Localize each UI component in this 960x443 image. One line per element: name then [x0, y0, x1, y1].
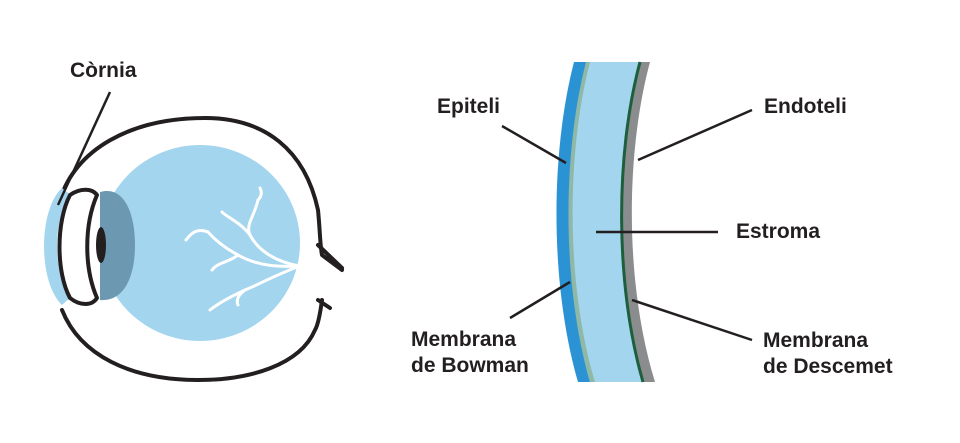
cornia-leader: [56, 91, 112, 206]
label-bowman-line1: Membrana: [411, 328, 517, 351]
endoteli-leader: [637, 108, 753, 162]
label-descemet-line2: de Descemet: [763, 355, 893, 378]
iris-lens-shape: [57, 187, 99, 306]
label-epiteli: Epiteli: [437, 95, 501, 118]
epiteli-leader: [501, 124, 567, 165]
label-bowman-line2: de Bowman: [411, 354, 529, 377]
lens-shadow: [100, 190, 135, 301]
label-membrana-descemet: Membrana de Descemet: [763, 328, 893, 380]
pupil: [96, 227, 106, 263]
layer-bowman: [567, 62, 595, 382]
label-membrana-bowman: Membrana de Bowman: [411, 327, 529, 379]
layer-descemet: [620, 61, 645, 383]
cornea-front: [44, 188, 72, 305]
descemet-leader: [631, 298, 753, 342]
layer-endothelium: [621, 62, 655, 382]
label-cornia: Còrnia: [70, 59, 137, 82]
label-endoteli: Endoteli: [764, 95, 847, 118]
layer-epithelium: [556, 62, 590, 382]
label-estroma: Estroma: [736, 220, 821, 243]
label-descemet-line1: Membrana: [763, 329, 869, 352]
bowman-leader: [509, 280, 571, 320]
cornea-layers: [501, 61, 753, 383]
optic-nerve: [316, 243, 344, 310]
eye-illustration: [44, 91, 344, 382]
vitreous-body: [100, 145, 300, 341]
retinal-veins: [184, 186, 302, 312]
